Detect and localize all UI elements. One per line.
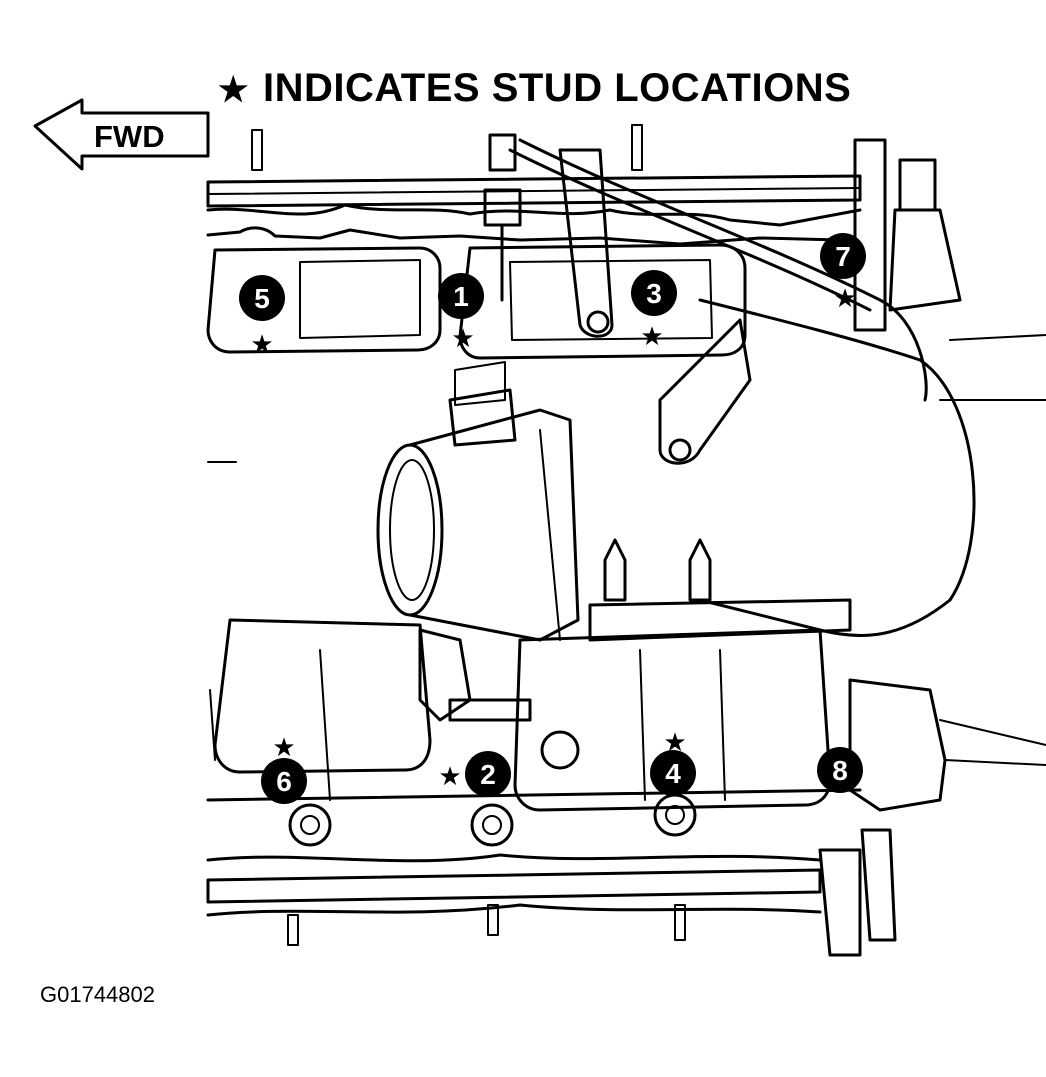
star-icon: ★ <box>833 284 856 314</box>
star-icon: ★ <box>663 728 686 758</box>
figure-id: G01744802 <box>40 982 155 1007</box>
callout-number: 5 <box>254 283 270 314</box>
fwd-label: FWD <box>94 119 165 154</box>
callout-5: 5★ <box>239 275 285 360</box>
callout-number: 8 <box>832 755 848 786</box>
callout-number: 4 <box>665 758 681 789</box>
callout-circle <box>465 751 511 797</box>
callout-circle <box>261 758 307 804</box>
callout-1: 1★ <box>438 273 484 354</box>
fwd-direction-indicator: FWD <box>33 98 210 171</box>
manifold-drawing <box>206 124 1046 957</box>
callout-circle <box>817 747 863 793</box>
star-icon: ★ <box>250 330 273 360</box>
callout-circle <box>239 275 285 321</box>
callout-number: 3 <box>646 278 662 309</box>
star-icon: ★ <box>640 322 663 352</box>
callout-circle <box>650 750 696 796</box>
callout-8: 8 <box>817 747 863 793</box>
callout-circle <box>631 270 677 316</box>
callout-6: 6★ <box>261 733 307 804</box>
callout-3: 3★ <box>631 270 677 352</box>
legend-title: ★ INDICATES STUD LOCATIONS <box>218 66 851 111</box>
callout-7: 7★ <box>820 233 866 314</box>
legend-text: INDICATES STUD LOCATIONS <box>262 66 852 110</box>
callout-circle <box>820 233 866 279</box>
star-icon: ★ <box>218 71 249 109</box>
callout-number: 6 <box>276 766 292 797</box>
star-icon: ★ <box>272 733 295 763</box>
star-icon: ★ <box>438 762 461 792</box>
callouts: 1★2★3★4★5★6★7★8 <box>239 233 866 804</box>
star-icon: ★ <box>451 324 474 354</box>
callout-4: 4★ <box>650 728 696 796</box>
callout-number: 2 <box>480 759 496 790</box>
callout-2: 2★ <box>438 751 511 797</box>
arrow-left-icon <box>33 98 210 171</box>
callout-number: 7 <box>835 241 851 272</box>
callout-circle <box>438 273 484 319</box>
callout-number: 1 <box>453 281 469 312</box>
